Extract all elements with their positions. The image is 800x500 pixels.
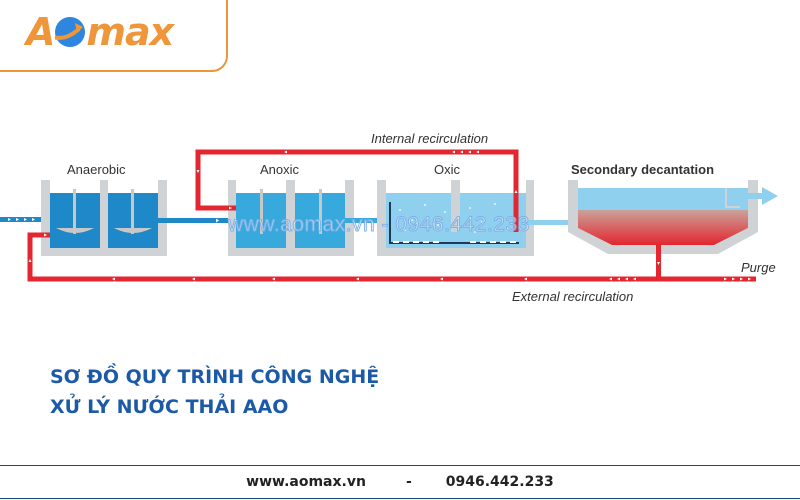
title-line-2: XỬ LÝ NƯỚC THẢI AAO (50, 396, 289, 418)
footer-phone[interactable]: 0946.442.233 (445, 474, 554, 490)
stage-label-anoxic: Anoxic (260, 162, 300, 177)
page-title: SƠ ĐỒ QUY TRÌNH CÔNG NGHỆ XỬ LÝ NƯỚC THẢ… (50, 362, 379, 422)
purge-label: Purge (741, 260, 776, 275)
globe-arrow-icon (55, 17, 86, 47)
footer-separator: - (405, 474, 412, 490)
stage-label-secondary-decantation: Secondary decantation (571, 162, 715, 177)
footer-bar: www.aomax.vn - 0946.442.233 (0, 465, 800, 499)
internal-recirculation-label: Internal recirculation (371, 131, 489, 146)
logo-suffix: max (86, 10, 174, 54)
aao-process-diagram: Anaerobic Anoxic Oxic Secondary decantat… (0, 120, 800, 310)
logo-frame (0, 0, 228, 72)
external-recirculation-label: External recirculation (512, 289, 634, 304)
stage-label-anaerobic: Anaerobic (67, 162, 126, 177)
process-flow-graphic (0, 149, 778, 282)
logo-prefix: A (26, 10, 55, 54)
stage-label-oxic: Oxic (434, 162, 460, 177)
footer-website-link[interactable]: www.aomax.vn (246, 474, 366, 490)
watermark: www.aomax.vn - 0946.442.233 (228, 213, 530, 237)
title-line-1: SƠ ĐỒ QUY TRÌNH CÔNG NGHỆ (50, 366, 380, 388)
aomax-logo[interactable]: A max (26, 10, 174, 54)
